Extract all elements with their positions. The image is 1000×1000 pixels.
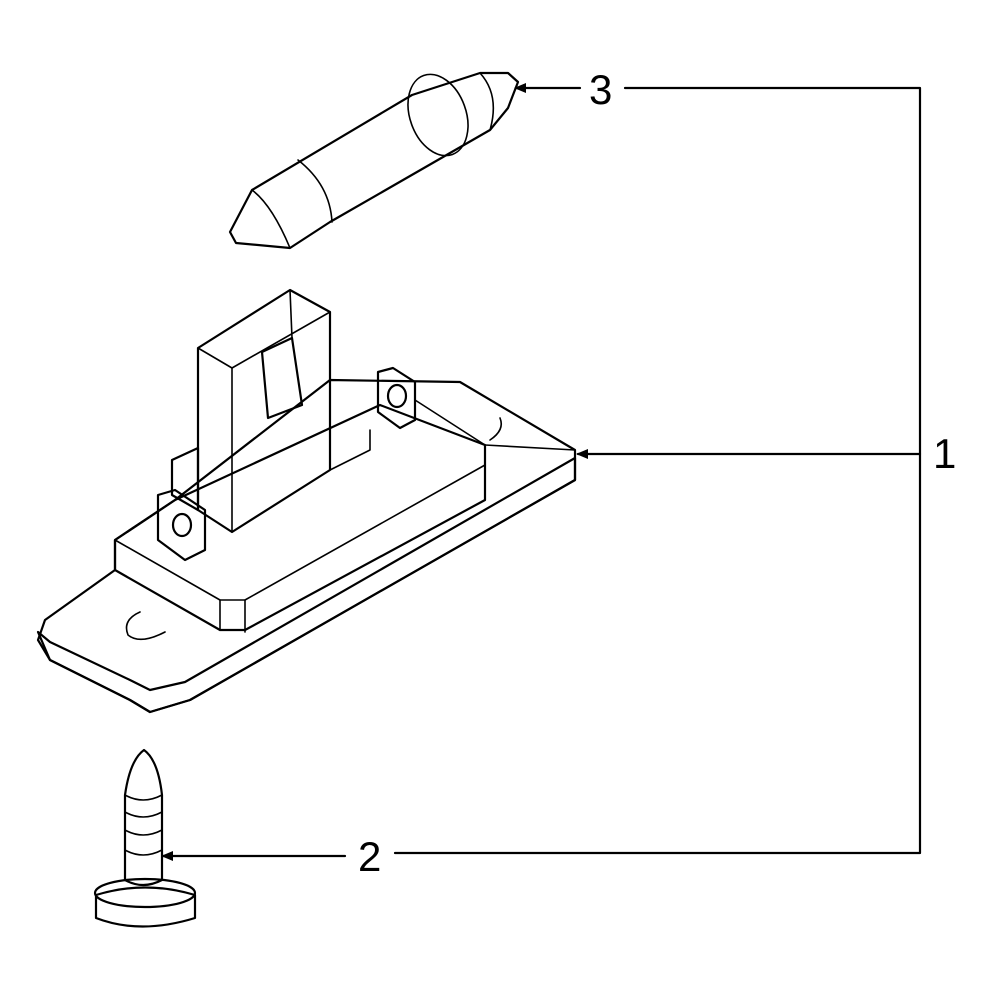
leader-bracket: [393, 86, 922, 855]
pin-shaft: [123, 748, 164, 887]
callout-leaders: [161, 83, 922, 861]
callout-label-2: 2: [358, 833, 381, 880]
housing-base-plate: [36, 378, 577, 714]
housing-raised-deck: [113, 403, 487, 632]
housing-socket-tower: [196, 288, 332, 534]
bulb-glass-seam: [297, 159, 333, 223]
callout-label-1: 1: [933, 430, 956, 477]
license-lamp-housing-icon: [36, 288, 577, 714]
socket-clip: [260, 336, 304, 420]
housing-mount-tab-right: [376, 366, 417, 430]
bulb-end-ring: [407, 73, 469, 157]
housing-mount-tab-left: [156, 488, 207, 562]
housing-slot: [125, 611, 166, 641]
festoon-bulb-icon: [228, 71, 520, 250]
bulb-tip-seam: [251, 189, 291, 249]
callout-label-3: 3: [589, 66, 612, 113]
push-pin-fastener-icon: [93, 748, 197, 928]
housing-base-edge: [36, 456, 577, 714]
bulb-body: [228, 71, 520, 250]
bulb-cap-seam: [479, 72, 495, 131]
pin-head-flange: [94, 886, 197, 928]
